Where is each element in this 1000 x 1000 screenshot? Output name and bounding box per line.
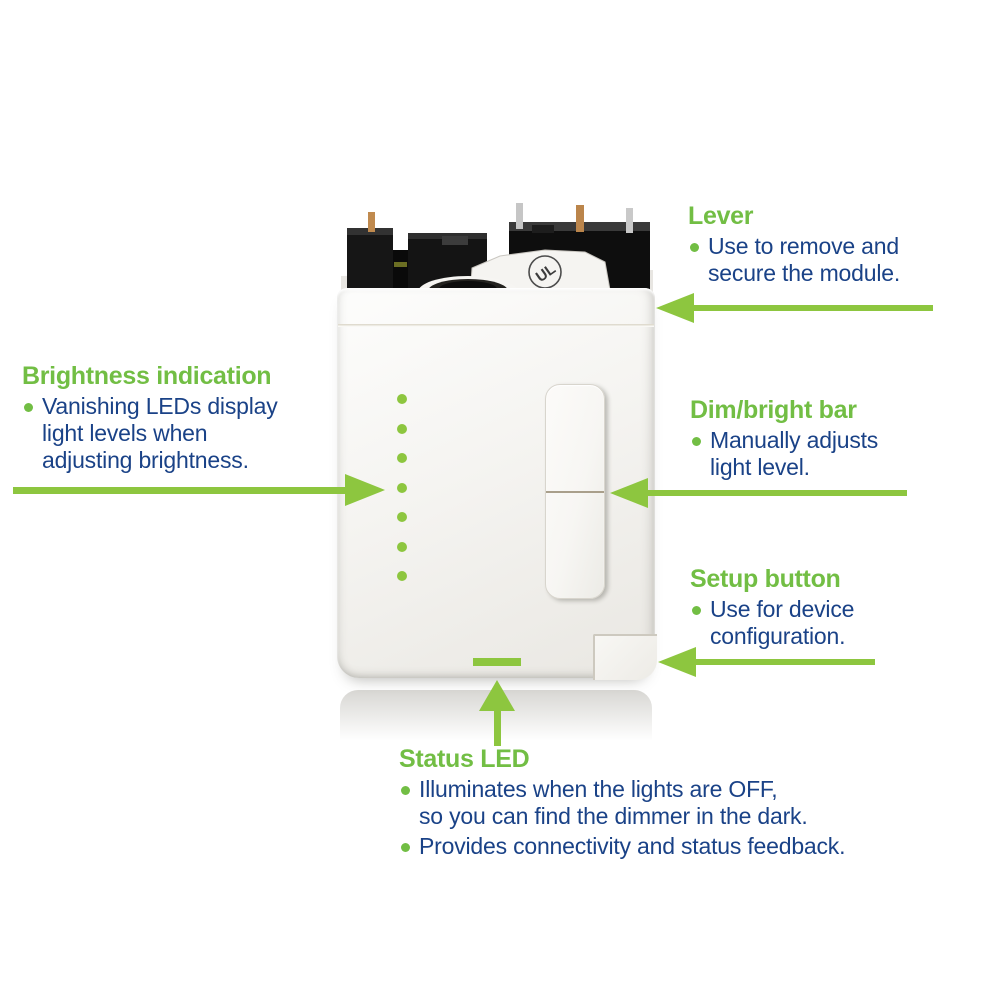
terminal-gap [393, 250, 408, 292]
copper-pin-left [368, 212, 375, 232]
callout-bullet: Manually adjusts light level. [690, 427, 878, 481]
led-dot [397, 423, 407, 434]
copper-pin-right [576, 205, 584, 232]
callout-title: Dim/bright bar [690, 396, 857, 424]
callout-lever: Lever Use to remove and secure the modul… [688, 202, 900, 287]
silver-pin-2 [626, 208, 633, 233]
brightness-arrow [13, 474, 385, 506]
callout-bullet: Vanishing LEDs display light levels when… [22, 393, 278, 474]
bullet-line: Provides connectivity and status feedbac… [419, 833, 846, 859]
arrow-head [345, 474, 385, 506]
setup-button[interactable] [593, 634, 657, 680]
bullet-line: light level. [710, 454, 810, 480]
bullet-line: Vanishing LEDs display [42, 393, 278, 419]
callout-setup: Setup button Use for device configuratio… [690, 565, 854, 650]
arrow-head [610, 478, 648, 508]
device-body [337, 288, 657, 680]
callout-bullet: Use to remove and secure the module. [688, 233, 900, 287]
arrow-shaft [696, 659, 875, 665]
led-dot [397, 541, 407, 552]
bullet-dot [401, 786, 410, 795]
callout-dim-bright: Dim/bright bar Manually adjusts light le… [690, 396, 878, 481]
callout-bullet: Use for device configuration. [690, 596, 854, 650]
bullet-line: so you can find the dimmer in the dark. [419, 803, 808, 829]
status-led-arrow [479, 680, 515, 746]
bullet-line: Illuminates when the lights are OFF, [419, 776, 778, 802]
bullet-dot [24, 403, 33, 412]
callout-bullet: Illuminates when the lights are OFF, so … [399, 776, 845, 830]
callout-bullet: Provides connectivity and status feedbac… [399, 833, 845, 860]
arrow-shaft [13, 486, 345, 494]
led-dot [397, 512, 407, 522]
terminal-block-left [347, 228, 393, 292]
bullet-dot [692, 606, 701, 615]
arrow-shaft [493, 711, 501, 746]
arrow-head [479, 680, 515, 711]
bullet-line: Use for device [710, 596, 855, 622]
bullet-line: adjusting brightness. [42, 447, 249, 473]
led-dot [397, 453, 407, 463]
lever-arrow [656, 293, 933, 323]
callout-title: Brightness indication [22, 362, 272, 390]
dim-bright-bar[interactable] [545, 384, 605, 599]
callout-brightness: Brightness indication Vanishing LEDs dis… [22, 362, 278, 474]
terminal-block-right-notch [532, 225, 554, 233]
silver-pin-1 [516, 203, 523, 229]
bullet-line: configuration. [710, 623, 846, 649]
led-dot [397, 571, 407, 581]
body-seam-line [338, 324, 654, 327]
dim-bright-arrow [610, 478, 907, 508]
callout-title: Status LED [399, 745, 530, 773]
led-dot [397, 394, 407, 404]
setup-arrow [658, 647, 875, 677]
dim-bright-bar-divider [546, 491, 604, 493]
callout-title: Lever [688, 202, 754, 230]
bullet-dot [401, 843, 410, 852]
led-column [397, 394, 407, 581]
bullet-line: light levels when [42, 420, 208, 446]
terminal-block-middle-notch [442, 236, 468, 245]
bullet-dot [692, 437, 701, 446]
terminal-gap-contact [394, 262, 407, 267]
bullet-line: Use to remove and [708, 233, 899, 259]
status-led [473, 658, 521, 666]
callout-status: Status LED Illuminates when the lights a… [399, 745, 845, 860]
arrow-head [658, 647, 696, 677]
arrow-head [656, 293, 694, 323]
arrow-shaft [694, 305, 933, 311]
bullet-line: secure the module. [708, 260, 901, 286]
led-dot [397, 482, 407, 493]
terminal-assembly: UL [341, 203, 653, 302]
bullet-line: Manually adjusts [710, 427, 879, 453]
callout-title: Setup button [690, 565, 841, 593]
bullet-dot [690, 243, 699, 252]
arrow-shaft [648, 490, 907, 496]
